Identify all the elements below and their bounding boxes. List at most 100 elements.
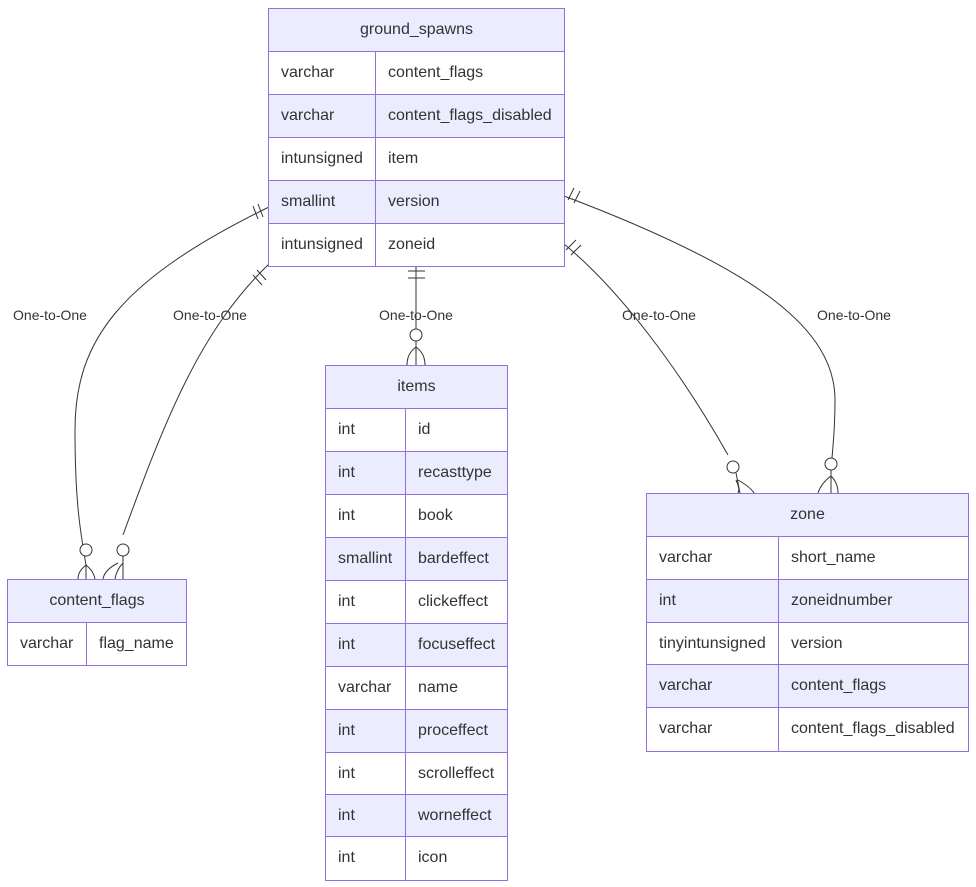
attribute-type: varchar: [8, 623, 87, 665]
attribute-name: focuseffect: [418, 636, 496, 653]
entity-row: intunsigned item: [269, 138, 564, 181]
rel3-label: One-to-One: [379, 307, 453, 323]
entity-row: smallint version: [269, 181, 564, 224]
attribute-name: bardeffect: [418, 550, 489, 567]
rel1-one-mark-a: [252, 205, 259, 220]
entity-row: int icon: [326, 837, 507, 880]
entity-title: ground_spawns: [269, 9, 564, 52]
entity-row: varchar content_flags: [647, 665, 968, 708]
entity-row: varchar short_name: [647, 537, 968, 580]
attribute-type: int: [326, 581, 406, 623]
entity-row: smallint bardeffect: [326, 538, 507, 581]
attribute-type: int: [326, 452, 406, 494]
entity-zone[interactable]: zone varchar short_name int zoneidnumber…: [646, 493, 969, 752]
entity-row: varchar content_flags_disabled: [647, 708, 968, 751]
attribute-type: int: [326, 710, 406, 752]
attribute-name: icon: [418, 849, 448, 866]
rel4-one-mark-a: [565, 239, 577, 251]
entity-items[interactable]: items int id int recasttype int book sma…: [325, 365, 508, 881]
rel5-zero-mark: [824, 457, 838, 471]
attribute-type: tinyintunsigned: [647, 623, 779, 664]
attribute-name: content_flags: [388, 64, 484, 81]
attribute-name: short_name: [791, 549, 876, 566]
attribute-type: int: [326, 624, 406, 666]
attribute-name: flag_name: [99, 635, 174, 652]
attribute-name: scrolleffect: [418, 765, 495, 782]
entity-row: varchar flag_name: [8, 623, 186, 665]
attribute-name: name: [418, 679, 459, 696]
rel1-crow: [77, 564, 96, 580]
rel4-label: One-to-One: [622, 307, 696, 323]
rel3-crow: [406, 341, 426, 366]
attribute-name: book: [418, 507, 453, 524]
attribute-type: int: [326, 753, 406, 794]
attribute-type: smallint: [326, 538, 406, 580]
entity-row: int clickeffect: [326, 581, 507, 624]
rel2-line: [122, 263, 270, 536]
entity-row: int proceffect: [326, 710, 507, 753]
rel3-zero-mark: [409, 328, 423, 342]
attribute-type: varchar: [647, 665, 779, 707]
entity-row: intunsigned zoneid: [269, 224, 564, 266]
attribute-type: int: [647, 580, 779, 622]
rel5-one-mark-a: [567, 187, 575, 201]
attribute-type: int: [326, 837, 406, 880]
entity-ground-spawns[interactable]: ground_spawns varchar content_flags varc…: [268, 8, 565, 267]
rel5-one-mark-b: [573, 190, 581, 204]
entity-row: varchar content_flags: [269, 52, 564, 95]
attribute-type: int: [326, 409, 406, 451]
attribute-name: id: [418, 421, 431, 438]
entity-content-flags[interactable]: content_flags varchar flag_name: [7, 579, 187, 666]
rel4-line: [563, 243, 729, 456]
attribute-name: proceffect: [418, 722, 488, 739]
attribute-type: intunsigned: [269, 138, 376, 180]
rel5-label: One-to-One: [817, 307, 891, 323]
attribute-name: clickeffect: [418, 593, 488, 610]
attribute-name: worneffect: [418, 807, 492, 824]
attribute-name: content_flags: [791, 677, 887, 694]
rel2-crow: [102, 556, 124, 580]
rel2-label: One-to-One: [173, 307, 247, 323]
attribute-name: version: [388, 193, 440, 210]
attribute-type: smallint: [269, 181, 376, 223]
entity-row: int zoneidnumber: [647, 580, 968, 623]
entity-row: int recasttype: [326, 452, 507, 495]
entity-title: content_flags: [8, 580, 186, 623]
entity-row: int worneffect: [326, 795, 507, 837]
entity-row: varchar name: [326, 667, 507, 710]
attribute-name: content_flags_disabled: [791, 720, 955, 737]
attribute-type: varchar: [269, 52, 376, 94]
rel4-one-mark-b: [570, 244, 582, 256]
entity-row: varchar content_flags_disabled: [269, 95, 564, 138]
attribute-name: content_flags_disabled: [388, 107, 552, 124]
entity-row: int id: [326, 409, 507, 452]
attribute-type: varchar: [647, 537, 779, 579]
entity-row: tinyintunsigned version: [647, 623, 968, 665]
attribute-name: zoneid: [388, 236, 436, 253]
rel1-zero-mark: [79, 543, 93, 557]
rel4-zero-mark: [726, 460, 740, 474]
rel1-line: [74, 206, 270, 566]
rel2-zero-mark: [116, 543, 130, 557]
attribute-name: version: [791, 635, 843, 652]
rel4-crow: [735, 472, 755, 494]
attribute-name: item: [388, 150, 419, 167]
attribute-type: int: [326, 495, 406, 537]
attribute-name: zoneidnumber: [791, 592, 893, 609]
rel1-one-mark-b: [257, 203, 264, 218]
attribute-name: recasttype: [418, 464, 492, 481]
rel2-one-mark-b: [256, 269, 267, 281]
rel5-line: [563, 195, 836, 459]
entity-row: int focuseffect: [326, 624, 507, 667]
attribute-type: varchar: [647, 708, 779, 751]
attribute-type: varchar: [269, 95, 376, 137]
rel2-one-mark-a: [252, 274, 263, 286]
attribute-type: intunsigned: [269, 224, 376, 266]
attribute-type: varchar: [326, 667, 406, 709]
entity-row: int scrolleffect: [326, 753, 507, 795]
entity-title: items: [326, 366, 507, 409]
rel5-crow: [817, 470, 839, 494]
rel1-label: One-to-One: [13, 307, 87, 323]
entity-title: zone: [647, 494, 968, 537]
entity-row: int book: [326, 495, 507, 538]
